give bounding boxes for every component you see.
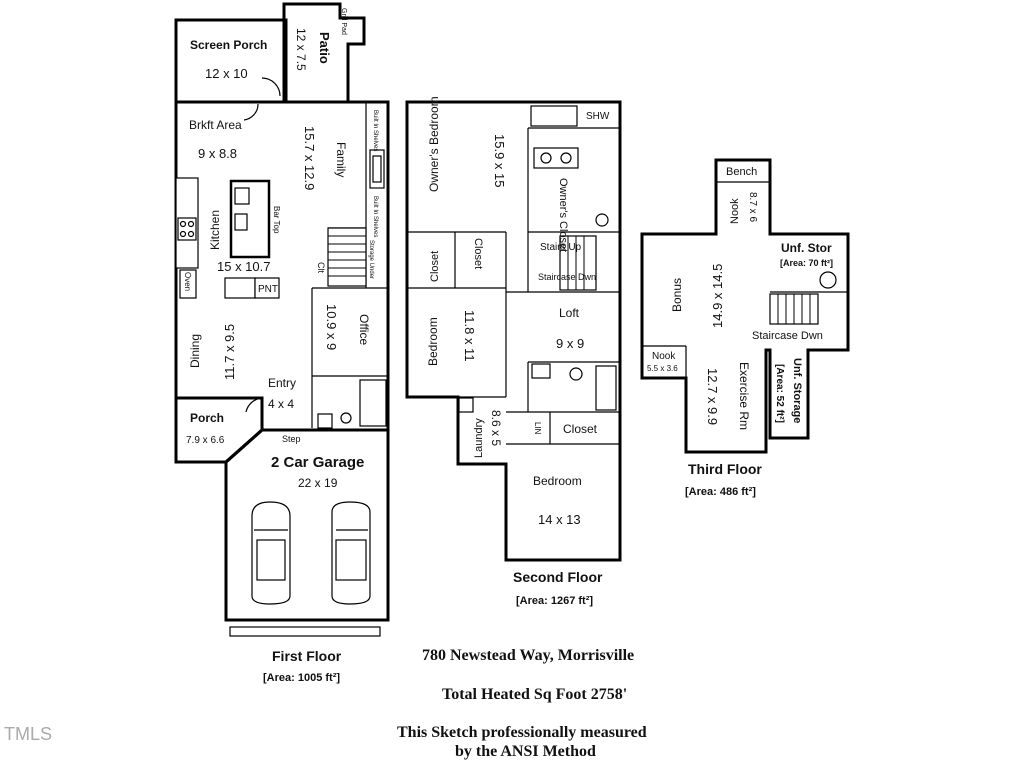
label-owners-bedroom: Owner's Bedroom [427,96,441,192]
label-nook-1-dim: 8.7 x 6 [747,192,758,222]
label-oven: Oven [183,272,192,291]
label-exercise: Exercise Rm [737,362,751,430]
label-bonus: Bonus [670,278,684,312]
label-grill-pad: Grill Pad [340,8,347,35]
label-nook-2: Nook [652,351,676,362]
second-floor-stairs [559,235,597,291]
label-laundry-dim: 8.6 x 5 [489,410,503,446]
first-floor-title: First Floor [272,648,342,664]
label-staircase-dwn: Staircase Dwn [538,272,596,282]
label-office: Office [357,314,371,345]
label-storage-under: Storage Under [368,240,374,279]
label-bench: Bench [726,166,757,178]
third-floor-plan [640,158,850,454]
label-closet-1: Closet [429,251,441,282]
label-nook-1: Nook [729,198,741,224]
label-built-in-2: Built In Shelves [372,196,378,237]
label-patio-dim: 12 x 7.5 [294,28,308,71]
third-floor-area: [Area: 486 ft²] [685,486,756,498]
oven-box [179,269,197,299]
label-bonus-dim: 14.9 x 14.5 [710,264,725,328]
label-shw: SHW [586,111,610,122]
note-line-2: by the ANSI Method [455,743,596,760]
label-owners-closet: Owner's Closet [557,178,569,252]
label-kitchen-dim: 15 x 10.7 [217,259,271,274]
label-exercise-dim: 12.7 x 9.9 [705,368,720,425]
label-owners-bedroom-dim: 15.9 x 15 [492,134,507,188]
label-bedroom-2-dim: 14 x 13 [538,512,581,527]
note-line-1: This Sketch professionally measured [397,724,647,741]
first-floor-plan [174,2,390,637]
label-stairs-up: Stairs Up [540,242,582,253]
label-pnt: PNT [258,284,278,295]
label-brkft: Brkft Area [189,118,242,132]
driveway-strip [229,626,381,637]
label-bedroom-1: Bedroom [426,317,440,366]
address-line: 780 Newstead Way, Morrisville [422,647,634,664]
car-right [331,501,371,605]
label-bar-top: Bar Top [272,206,281,234]
stove [177,217,197,241]
label-unf-stor: Unf. Stor [781,241,832,255]
water-heater [819,271,837,289]
label-lin: LIN [533,422,542,435]
label-step: Step [282,434,301,444]
label-screen-porch-dim: 12 x 10 [205,66,248,81]
third-floor-walls [640,158,850,454]
label-dining-dim: 11.7 x 9.5 [222,324,237,380]
first-floor-area: [Area: 1005 ft²] [263,672,340,684]
label-laundry: Laundry [473,418,485,458]
label-clt: Clt [316,262,326,273]
label-staircase-dwn-3: Staircase Dwn [752,330,823,342]
label-porch-dim: 7.9 x 6.6 [186,435,225,446]
label-loft: Loft [559,306,580,320]
label-office-dim: 10.9 x 9 [324,304,339,350]
hall-tub [595,365,617,411]
first-floor-stairs [327,227,367,287]
label-nook-2-dim: 5.5 x 3.6 [647,364,678,373]
label-kitchen: Kitchen [208,210,222,250]
label-dining: Dining [188,334,202,368]
label-brkft-dim: 9 x 8.8 [198,146,237,161]
second-floor-walls [405,100,622,562]
second-floor-title: Second Floor [513,569,603,585]
label-family-dim: 15.7 x 12.9 [302,126,317,190]
car-left [251,501,291,605]
label-garage-dim: 22 x 19 [298,476,338,490]
owners-tub [530,105,578,127]
label-entry: Entry [268,376,296,390]
label-patio: Patio [317,32,332,64]
label-family: Family [334,142,348,177]
label-closet-3: Closet [563,422,598,436]
second-floor-area: [Area: 1267 ft²] [516,595,593,607]
label-loft-dim: 9 x 9 [556,336,584,351]
label-closet-2: Closet [472,238,484,269]
screen-porch-room [174,18,288,104]
fridge [224,277,256,299]
label-porch: Porch [190,411,224,425]
second-floor-plan [405,100,622,562]
tub [359,379,387,427]
garage-room [224,428,390,622]
pantry-box [254,277,280,299]
tmls-watermark: TMLS [4,724,52,744]
label-garage: 2 Car Garage [271,454,364,471]
label-screen-porch: Screen Porch [190,38,267,52]
label-bedroom-1-dim: 11.8 x 11 [462,310,477,362]
total-sqft: Total Heated Sq Foot 2758' [442,686,627,703]
label-built-in-1: Built In Shelves [372,110,378,151]
porch-room [174,396,264,464]
washer [458,397,474,413]
label-unf-stor-area: [Area: 70 ft²] [780,258,833,268]
label-unf-storage-area: [Area: 52 ft²] [774,364,785,423]
label-entry-dim: 4 x 4 [268,397,294,411]
third-floor-title: Third Floor [688,461,762,477]
label-unf-storage: Unf. Storage [791,358,803,423]
label-bedroom-2: Bedroom [533,474,582,488]
